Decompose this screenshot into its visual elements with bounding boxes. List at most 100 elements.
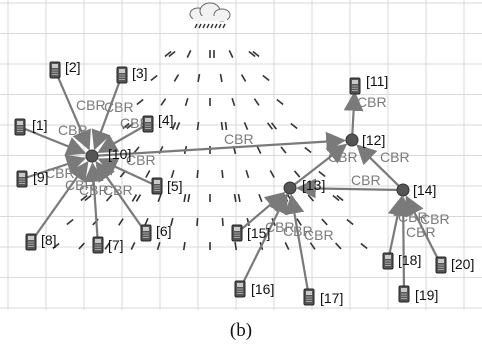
link-label: CBR — [104, 99, 134, 115]
coverage-dash — [84, 194, 92, 202]
coverage-dash — [290, 122, 298, 130]
node-7: [7] — [92, 236, 124, 254]
link-label: CBR — [76, 97, 106, 113]
node-label: [10] — [108, 146, 131, 162]
coverage-dash — [228, 50, 234, 58]
phone-handset-icon — [398, 285, 410, 303]
hub-node-icon — [345, 133, 359, 147]
node-label: [15] — [247, 225, 270, 241]
coverage-dash — [336, 194, 344, 202]
coverage-dash — [168, 50, 176, 58]
node-label: [4] — [158, 112, 174, 128]
node-label: [14] — [413, 182, 436, 198]
link-arrow-16-to-13 — [239, 193, 288, 290]
node-19: [19] — [398, 285, 438, 303]
coverage-dash — [221, 169, 224, 179]
coverage-dash — [196, 217, 199, 227]
link-arrow-12-to-11 — [343, 91, 364, 141]
link-arrow-17-to-13 — [284, 193, 311, 298]
coverage-dash — [150, 74, 158, 82]
coverage-dash — [130, 242, 136, 250]
coverage-dash — [170, 169, 175, 179]
node-2: [2] — [49, 59, 81, 79]
node-14: [14] — [396, 182, 436, 198]
coverage-dash — [160, 98, 167, 106]
coverage-dash — [270, 122, 278, 130]
coverage-dash — [258, 193, 263, 203]
coverage-dash — [145, 170, 151, 178]
coverage-dash — [78, 242, 85, 250]
coverage-dash — [304, 146, 312, 154]
coverage-dash — [197, 73, 201, 83]
node-10: [10] — [85, 146, 131, 163]
coverage-dash — [233, 193, 237, 203]
node-label: [1] — [32, 117, 48, 133]
coverage-dash — [309, 242, 316, 250]
node-label: [20] — [451, 256, 474, 272]
coverage-dash — [243, 121, 249, 131]
link-label: CBR — [224, 131, 254, 147]
coverage-dash — [94, 170, 102, 178]
coverage-dash — [221, 217, 224, 227]
coverage-dash — [187, 193, 191, 203]
node-5: [5] — [151, 177, 183, 195]
link-label: CBR — [65, 177, 95, 193]
node-label: [11] — [366, 73, 388, 89]
link-label: CBR — [406, 224, 436, 240]
node-label: [17] — [320, 290, 343, 306]
phone-handset-icon — [142, 115, 154, 133]
coverage-dash — [133, 146, 140, 154]
node-13: [13] — [283, 177, 325, 195]
coverage-dash — [118, 218, 124, 226]
node-17: [17] — [303, 288, 343, 306]
coverage-dash — [164, 50, 172, 58]
phone-handset-icon — [303, 288, 315, 306]
link-label: CBR — [420, 211, 450, 227]
link-arrow-6-to-10 — [95, 160, 147, 234]
coverage-dash — [219, 73, 223, 83]
link-label: CBR — [380, 149, 410, 165]
node-label: [19] — [415, 287, 438, 303]
link-label: CBR — [304, 227, 334, 243]
node-8: [8] — [25, 232, 57, 251]
coverage-dash — [173, 74, 180, 82]
phone-handset-icon — [116, 66, 128, 84]
coverage-dash — [318, 170, 326, 178]
figure-caption: (b) — [229, 320, 253, 341]
coverage-dash — [252, 50, 260, 58]
coverage-dash — [284, 242, 290, 250]
coverage-dash — [253, 98, 260, 106]
node-1: [1] — [14, 117, 48, 136]
phone-handset-icon — [92, 236, 104, 254]
node-16: [16] — [234, 280, 274, 298]
coverage-dash — [182, 241, 186, 251]
phone-handset-icon — [435, 256, 447, 274]
coverage-dash — [256, 146, 262, 154]
coverage-dash — [196, 121, 200, 131]
node-label: [6] — [156, 223, 172, 239]
node-6: [6] — [140, 223, 172, 242]
hub-node-icon — [283, 181, 297, 195]
coverage-dash — [136, 98, 144, 106]
node-15: [15] — [231, 224, 270, 242]
coverage-dash — [184, 97, 189, 107]
coverage-dash — [234, 241, 238, 251]
coverage-dash-field — [52, 50, 368, 251]
link-label: CBR — [351, 172, 381, 188]
link-arrow-14-to-12 — [356, 144, 404, 191]
node-label: [3] — [132, 65, 148, 81]
link-label: CBR — [357, 94, 387, 110]
phone-handset-icon — [25, 233, 37, 251]
node-label: [16] — [251, 281, 274, 297]
phone-handset-icon — [140, 224, 152, 242]
coverage-dash — [296, 218, 302, 226]
coverage-dash — [105, 194, 113, 202]
coverage-dash — [332, 194, 340, 202]
link-label: CBR — [58, 122, 88, 138]
link-label: CBR — [120, 115, 150, 131]
coverage-dash — [245, 169, 250, 179]
node-label: [9] — [33, 169, 49, 185]
phone-handset-icon — [349, 77, 361, 95]
coverage-dash — [335, 242, 342, 250]
